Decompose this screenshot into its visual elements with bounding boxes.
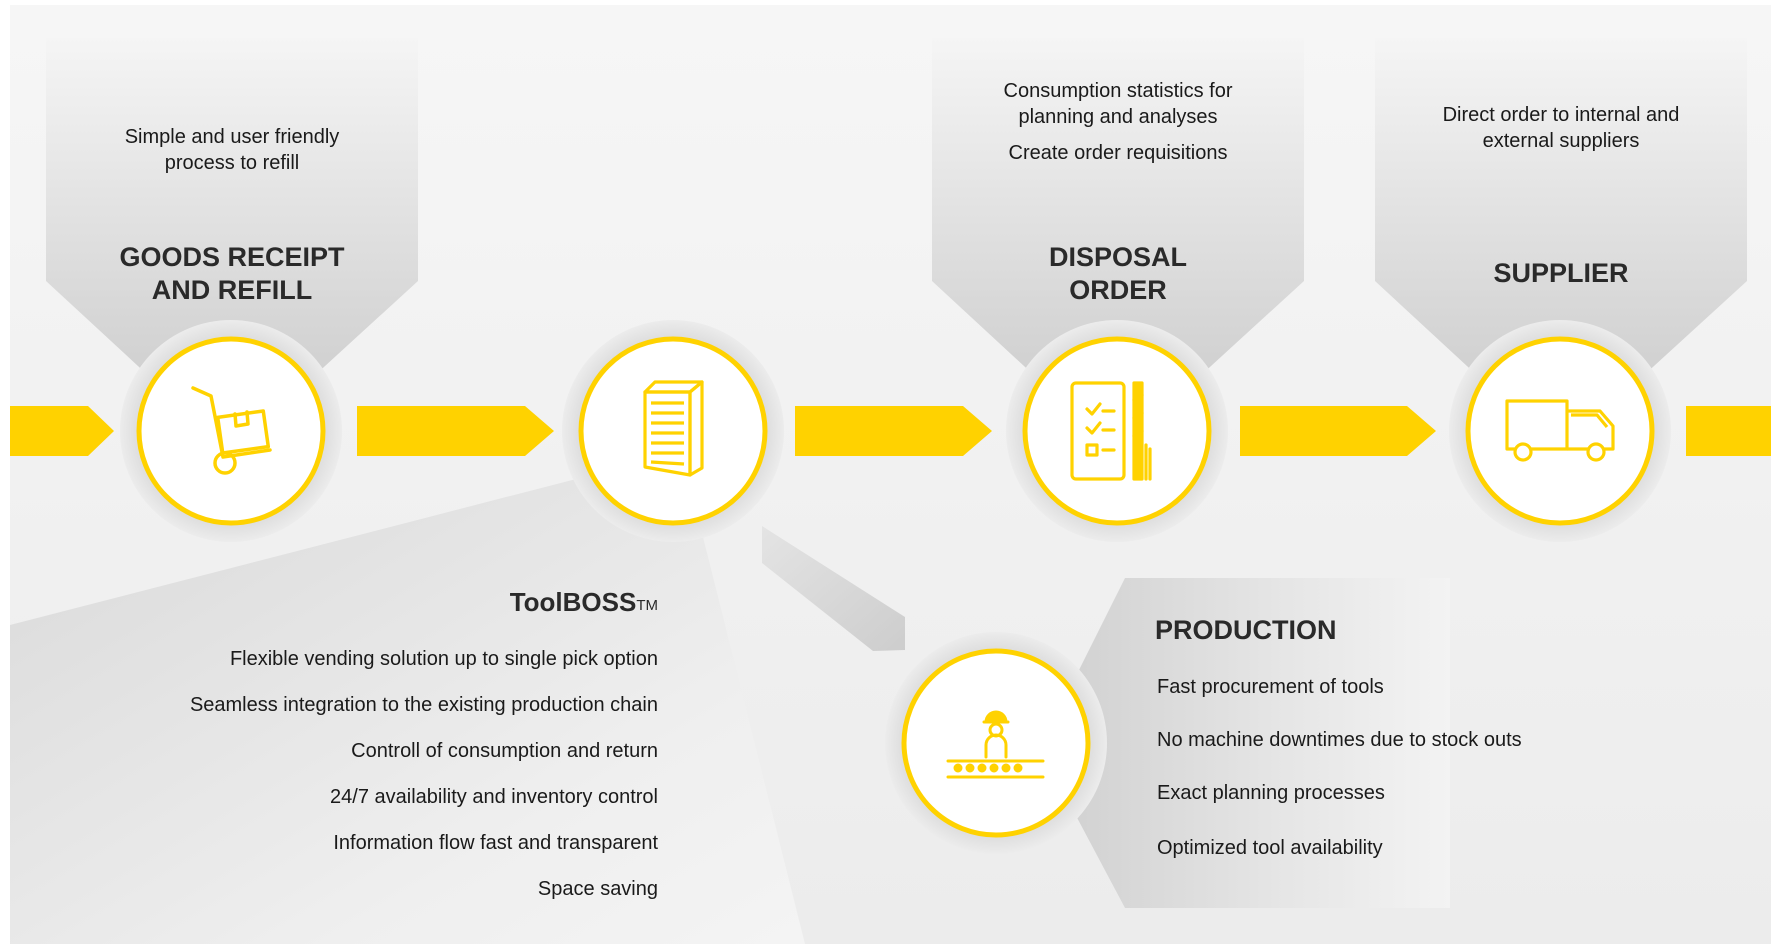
toolboss-beam (10, 478, 805, 944)
checklist-tool-icon (1070, 381, 1152, 481)
node-goods-receipt (120, 320, 342, 542)
trademark-symbol: TM (636, 597, 658, 614)
production-connector (762, 526, 905, 651)
panel-disposal-order (932, 38, 1304, 452)
title-line: DISPOSAL (1048, 242, 1188, 272)
description-line: Consumption statistics for (1003, 80, 1233, 102)
list-item: Seamless integration to the existing pro… (189, 694, 658, 716)
supplier-description: Direct order to internal and external su… (1375, 102, 1747, 154)
production-panel (1040, 578, 1450, 908)
delivery-truck-icon (1505, 399, 1615, 462)
goods-receipt-description: Simple and user friendly process to refi… (46, 124, 418, 176)
flow-arrow-4 (1240, 406, 1436, 456)
production-worker-icon (946, 710, 1045, 779)
disposal-order-description: Consumption statistics for planning and … (932, 78, 1304, 166)
node-disposal-order (1006, 320, 1228, 542)
title-line: GOODS RECEIPT (119, 242, 345, 272)
list-item: 24/7 availability and inventory control (330, 786, 658, 808)
toolboss-name: ToolBOSS (509, 587, 637, 617)
description-line: Simple and user friendly (124, 126, 340, 148)
panel-supplier (1375, 38, 1747, 452)
title-line: ORDER (1069, 275, 1167, 305)
production-benefits: Fast procurement of tools No machine dow… (1157, 674, 1597, 888)
list-item: Space saving (537, 878, 658, 900)
description-line: process to refill (164, 152, 300, 174)
list-item: Exact planning processes (1157, 782, 1385, 804)
description-line: external suppliers (1482, 130, 1640, 152)
node-production (885, 632, 1107, 854)
list-item: Optimized tool availability (1157, 837, 1383, 859)
flow-arrow-2 (357, 406, 554, 456)
panel-goods-receipt (46, 38, 418, 452)
node-supplier (1449, 320, 1671, 542)
flow-arrow-1 (10, 406, 114, 456)
list-item: Flexible vending solution up to single p… (229, 648, 658, 670)
production-title: PRODUCTION (1155, 615, 1337, 645)
list-item: Information flow fast and transparent (333, 832, 658, 854)
disposal-order-title: DISPOSAL ORDER (932, 241, 1304, 307)
list-item: Fast procurement of tools (1157, 676, 1384, 698)
node-toolboss (562, 320, 784, 542)
flow-arrow-5 (1686, 406, 1771, 456)
goods-receipt-title: GOODS RECEIPT AND REFILL (46, 241, 418, 307)
flow-arrow-3 (795, 406, 992, 456)
list-item: No machine downtimes due to stock outs (1157, 729, 1522, 751)
toolboss-features: Flexible vending solution up to single p… (100, 646, 658, 922)
description-line: Create order requisitions (1008, 142, 1228, 164)
vending-cabinet-icon (643, 380, 704, 477)
title-line: SUPPLIER (1493, 258, 1629, 288)
title-line: AND REFILL (151, 275, 313, 305)
supplier-title: SUPPLIER (1375, 257, 1747, 290)
description-line: Direct order to internal and (1442, 104, 1680, 126)
description-line: planning and analyses (1018, 106, 1218, 128)
list-item: Controll of consumption and return (351, 740, 658, 762)
toolboss-title: ToolBOSSTM (300, 586, 658, 619)
hand-truck-icon (191, 386, 272, 475)
